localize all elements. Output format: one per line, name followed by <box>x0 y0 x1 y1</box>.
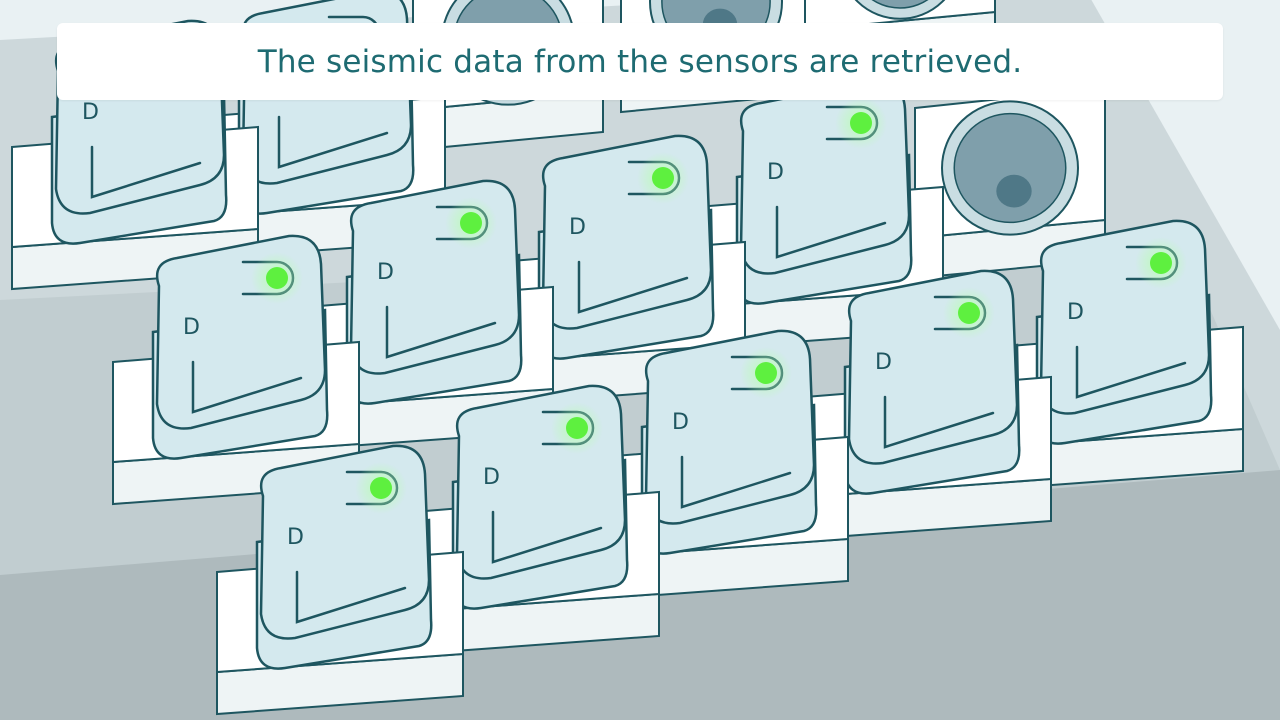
caption-bar: The seismic data from the sensors are re… <box>57 23 1223 100</box>
status-led-icon <box>370 477 392 499</box>
status-led-icon <box>1150 252 1172 274</box>
sensor-label: D <box>82 100 99 125</box>
seismic-sensor: D <box>306 179 554 451</box>
status-led-icon <box>460 212 482 234</box>
seismic-sensor: D <box>216 444 464 716</box>
seismic-sensor: D <box>412 384 660 656</box>
seismic-sensor: D <box>601 329 849 601</box>
seismic-sensor: D <box>804 269 1052 541</box>
sensor-label: D <box>377 260 394 285</box>
sensor-label: D <box>569 215 586 240</box>
status-led-icon <box>652 167 674 189</box>
sensor-label: D <box>767 160 784 185</box>
seismic-sensor: D <box>996 219 1244 491</box>
seismic-sensor: D <box>112 234 360 506</box>
empty-socket <box>914 86 1106 280</box>
sensor-label: D <box>875 350 892 375</box>
sensor-label: D <box>483 465 500 490</box>
seismic-sensor: D <box>696 79 944 351</box>
status-led-icon <box>266 267 288 289</box>
sensor-label: D <box>287 525 304 550</box>
sensor-label: D <box>183 315 200 340</box>
status-led-icon <box>958 302 980 324</box>
sensor-label: D <box>672 410 689 435</box>
status-led-icon <box>566 417 588 439</box>
sensor-label: D <box>1067 300 1084 325</box>
status-led-icon <box>755 362 777 384</box>
caption-text: The seismic data from the sensors are re… <box>257 43 1023 80</box>
status-led-icon <box>850 112 872 134</box>
